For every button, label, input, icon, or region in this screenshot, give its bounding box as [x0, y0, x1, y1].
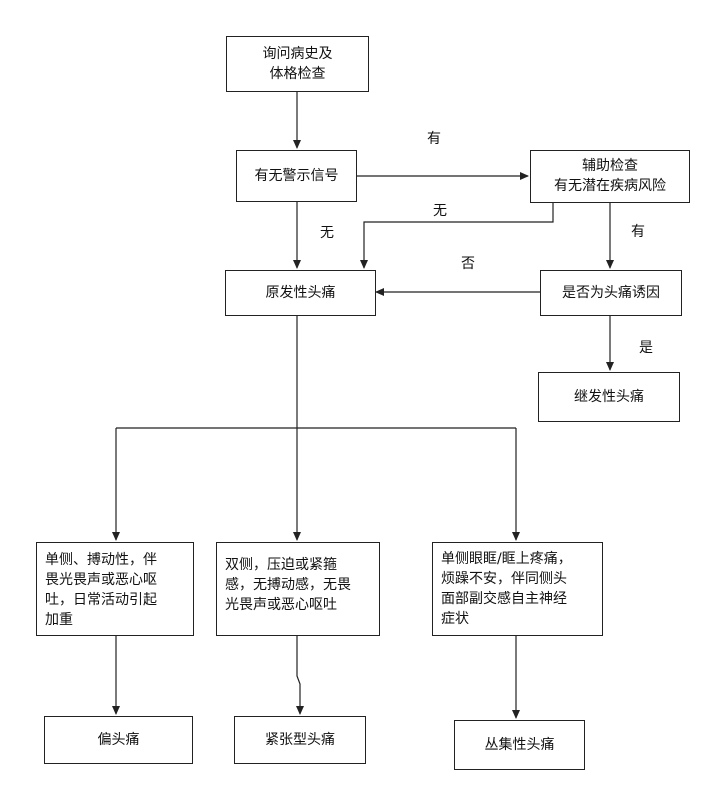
- cause-label: 是否为头痛诱因: [562, 285, 660, 301]
- migraine-desc-line-1: 单侧、搏动性，伴: [45, 552, 157, 568]
- migraine-desc-line-4: 加重: [45, 612, 73, 628]
- warning-label: 有无警示信号: [254, 168, 339, 184]
- auxiliary-line-2: 有无潜在疾病风险: [554, 178, 666, 194]
- label-yes: 是: [639, 340, 653, 356]
- label-none-left: 无: [320, 225, 334, 241]
- cluster-criteria-box: 单侧眼眶/眶上疼痛， 烦躁不安，伴同侧头 面部副交感自主神经 症状: [432, 542, 603, 636]
- label-yes-have-right: 有: [631, 224, 645, 240]
- migraine-box: 偏头痛: [44, 716, 193, 764]
- tension-criteria-box: 双侧，压迫或紧箍 感，无搏动感，无畏 光畏声或恶心呕吐: [216, 542, 380, 636]
- migraine-desc-line-3: 吐，日常活动引起: [45, 592, 157, 608]
- arrow-auxiliary-to-primary: [360, 203, 554, 269]
- migraine-desc-line-2: 畏光畏声或恶心呕: [45, 572, 157, 588]
- primary-label: 原发性头痛: [265, 285, 336, 301]
- cluster-label: 丛集性头痛: [484, 737, 555, 753]
- label-none-mid: 无: [433, 203, 447, 219]
- label-no: 否: [461, 256, 475, 272]
- history-line-2: 体格检查: [269, 66, 326, 82]
- tension-headache-box: 紧张型头痛: [234, 716, 366, 764]
- history-exam-box: 询问病史及 体格检查: [226, 36, 369, 92]
- auxiliary-exam-box: 辅助检查 有无潜在疾病风险: [530, 150, 690, 203]
- tension-desc-line-2: 感，无搏动感，无畏: [225, 577, 351, 593]
- auxiliary-line-1: 辅助检查: [582, 158, 638, 174]
- cluster-desc-line-1: 单侧眼眶/眶上疼痛，: [441, 551, 572, 567]
- cluster-headache-box: 丛集性头痛: [454, 720, 585, 770]
- tension-label: 紧张型头痛: [265, 732, 335, 748]
- warning-signs-box: 有无警示信号: [236, 150, 357, 202]
- primary-headache-box: 原发性头痛: [225, 270, 376, 316]
- history-line-1: 询问病史及: [262, 46, 333, 62]
- cluster-desc-line-3: 面部副交感自主神经: [441, 591, 567, 607]
- cluster-desc-line-2: 烦躁不安，伴同侧头: [441, 571, 567, 587]
- tension-desc-line-3: 光畏声或恶心呕吐: [225, 597, 337, 613]
- cluster-desc-line-4: 症状: [441, 611, 469, 627]
- tension-desc-line-1: 双侧，压迫或紧箍: [225, 557, 337, 573]
- headache-cause-box: 是否为头痛诱因: [540, 270, 682, 316]
- arrow-to-tension: [296, 636, 304, 715]
- secondary-headache-box: 继发性头痛: [538, 372, 680, 422]
- secondary-label: 继发性头痛: [574, 389, 644, 405]
- label-yes-have-top: 有: [427, 131, 441, 147]
- migraine-criteria-box: 单侧、搏动性，伴 畏光畏声或恶心呕 吐，日常活动引起 加重: [36, 542, 194, 636]
- migraine-label: 偏头痛: [97, 732, 140, 748]
